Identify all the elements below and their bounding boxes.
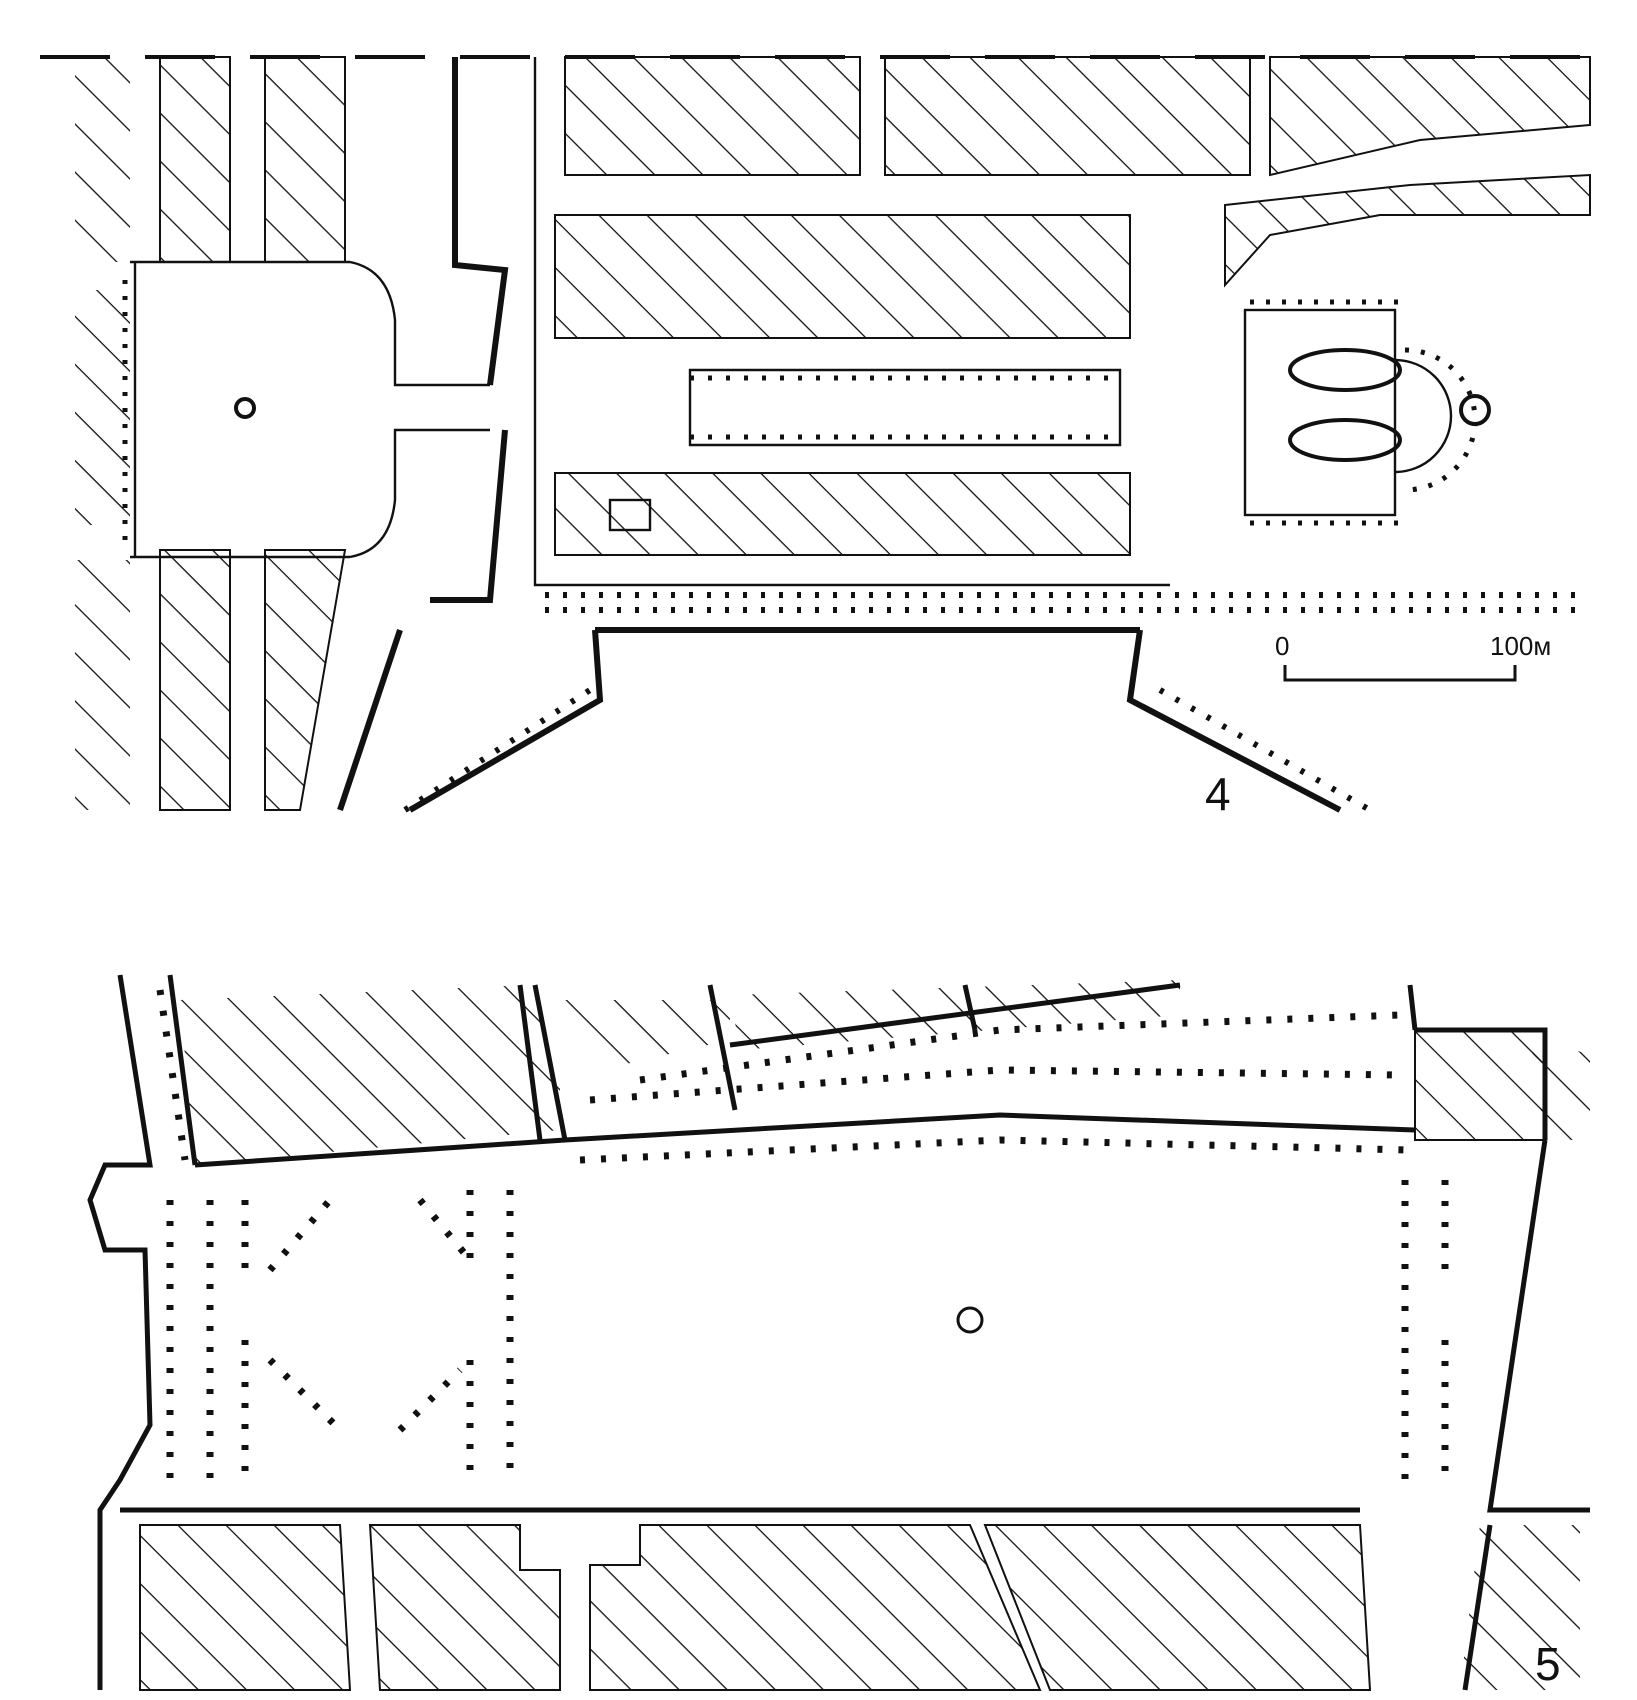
scale-end-label: 100м (1490, 631, 1551, 661)
building-blocks (75, 56, 1591, 811)
scale-start-label: 0 (1275, 631, 1289, 661)
plan5-outlines (87, 974, 1590, 1691)
embankment (337, 57, 1342, 813)
scale-bar: 0 100м (1275, 631, 1551, 682)
plan4-outlines (130, 57, 1453, 587)
figure-number-5: 5 (1535, 1638, 1561, 1690)
parterre-ornaments (234, 348, 1491, 462)
plan-4: 0 100м 4 (40, 55, 1610, 820)
plan-5: 5 (87, 974, 1590, 1691)
figure-number-4: 4 (1205, 768, 1231, 820)
building-blocks-5 (139, 980, 1590, 1691)
monument-marker (956, 1306, 984, 1334)
tree-rows-5 (156, 989, 1449, 1480)
tree-rows (122, 280, 1580, 813)
